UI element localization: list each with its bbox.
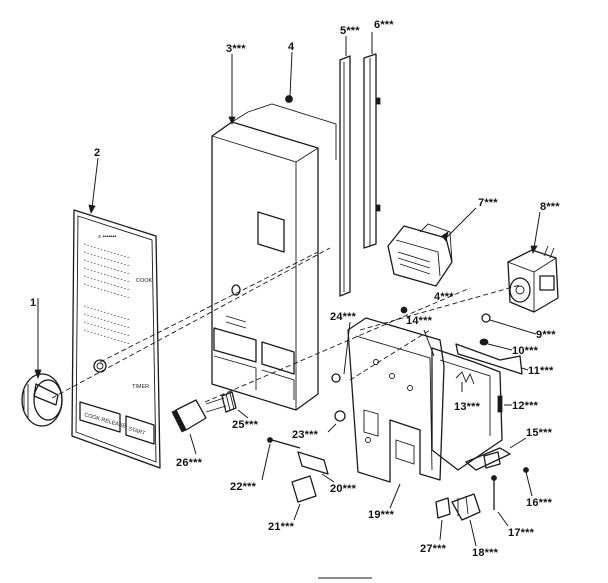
label-8: 8***	[540, 201, 560, 213]
panel-label-cook: COOK	[136, 278, 153, 284]
panel-label-timer: TIMER	[132, 384, 149, 390]
panel-button-cook-release	[79, 401, 121, 433]
label-15: 15***	[526, 427, 553, 439]
part-spring	[455, 371, 475, 392]
part-pin	[491, 475, 509, 527]
panel-legend-rows	[83, 243, 131, 345]
label-26: 26***	[176, 457, 203, 469]
label-18: 18***	[472, 547, 499, 559]
label-22: 22***	[230, 481, 257, 493]
part-screw-top	[285, 51, 293, 103]
part-switch-assembly	[507, 211, 559, 313]
part-knob	[21, 298, 63, 427]
label-20: 20***	[330, 483, 357, 495]
label-24: 24***	[330, 311, 357, 323]
part-lower-hardware	[261, 410, 401, 521]
part-main-frame	[331, 306, 445, 483]
label-9: 9***	[536, 329, 556, 341]
label-11: 11***	[528, 365, 554, 377]
label-27: 27***	[420, 543, 447, 555]
assembly-guide-lines	[51, 247, 521, 403]
label-2: 2	[94, 147, 100, 159]
part-clip-right	[465, 437, 533, 497]
label-4b: 4***	[434, 291, 454, 303]
part-plunger-button	[171, 391, 249, 455]
label-23: 23***	[292, 429, 319, 441]
label-3: 3***	[226, 43, 246, 55]
part-connector-block	[387, 207, 477, 287]
label-14: 14***	[406, 315, 433, 327]
panel-label-start: START	[127, 426, 146, 437]
label-21: 21***	[268, 521, 295, 533]
label-1: 1	[30, 297, 36, 309]
label-10: 10***	[512, 345, 539, 357]
panel-brand-mark: ≡ ▪▪▪▪▪▪▪	[98, 234, 116, 240]
part-lower-switch	[435, 493, 481, 547]
label-19: 19***	[368, 509, 395, 521]
panel-button-start	[125, 415, 155, 445]
label-6: 6***	[374, 19, 394, 31]
label-16: 16***	[526, 497, 553, 509]
label-13: 13***	[454, 401, 481, 413]
part-front-housing	[211, 54, 337, 411]
label-7: 7***	[478, 197, 498, 209]
part-bracket-upper	[455, 313, 537, 375]
part-gasket-strips	[339, 32, 381, 297]
label-25: 25***	[232, 419, 259, 431]
callout-labels: 1 2 3*** 4 5*** 6*** 7*** 8*** 4*** 9***…	[30, 19, 560, 559]
label-4: 4	[288, 41, 295, 53]
label-5: 5***	[340, 25, 360, 37]
part-control-panel: ≡ ▪▪▪▪▪▪▪ COOK TIMER COOK RELEASE START	[71, 157, 161, 469]
label-17: 17***	[508, 527, 535, 539]
label-12: 12***	[512, 400, 539, 412]
